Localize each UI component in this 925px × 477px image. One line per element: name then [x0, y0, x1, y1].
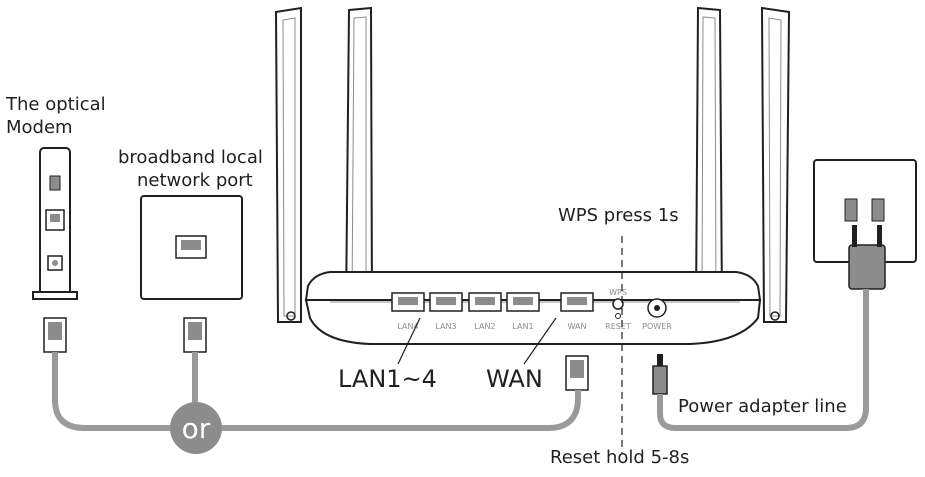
optical-modem-device [32, 147, 78, 300]
antenna-left-outer [274, 6, 302, 323]
antenna-right-outer [760, 6, 791, 323]
label-wps-press: WPS press 1s [558, 205, 679, 226]
antenna-left-inner [344, 6, 374, 309]
wan-leader-line [523, 317, 557, 365]
reset-button-label: RESET [605, 322, 631, 331]
power-cable [657, 289, 869, 431]
label-broadband-line2: network port [137, 170, 253, 191]
port-lan1 [506, 292, 540, 312]
or-badge [170, 402, 222, 454]
port-lan4 [391, 292, 425, 312]
wall-network-port [140, 195, 243, 300]
label-reset-hold: Reset hold 5-8s [550, 447, 690, 468]
label-power-adapter-line: Power adapter line [678, 396, 847, 417]
label-lan-group: LAN1~4 [338, 365, 437, 393]
ethernet-cable-wan [52, 352, 581, 431]
power-socket-label: POWER [642, 322, 672, 331]
label-optical-modem-line2: Modem [6, 117, 73, 138]
reset-pinhole [615, 313, 621, 319]
label-optical-modem-line1: The optical [6, 94, 106, 115]
power-dc-plug [652, 354, 668, 395]
port-wan [560, 292, 594, 312]
or-badge-label: or [182, 412, 211, 445]
port-label-lan4: LAN4 [397, 322, 418, 331]
lan-leader-line [397, 317, 421, 365]
port-label-wan: WAN [568, 322, 587, 331]
wps-button [612, 298, 624, 310]
antenna-right-inner [694, 6, 724, 309]
label-broadband-line1: broadband local [118, 147, 263, 168]
ethernet-plug-wall [183, 317, 207, 353]
port-lan2 [468, 292, 502, 312]
port-lan3 [429, 292, 463, 312]
ethernet-plug-modem [43, 317, 67, 353]
ethernet-plug-router [565, 355, 589, 391]
port-label-lan2: LAN2 [474, 322, 495, 331]
port-label-lan3: LAN3 [435, 322, 456, 331]
label-wan: WAN [486, 365, 543, 393]
wps-button-label: WPS [609, 288, 627, 297]
port-label-lan1: LAN1 [512, 322, 533, 331]
